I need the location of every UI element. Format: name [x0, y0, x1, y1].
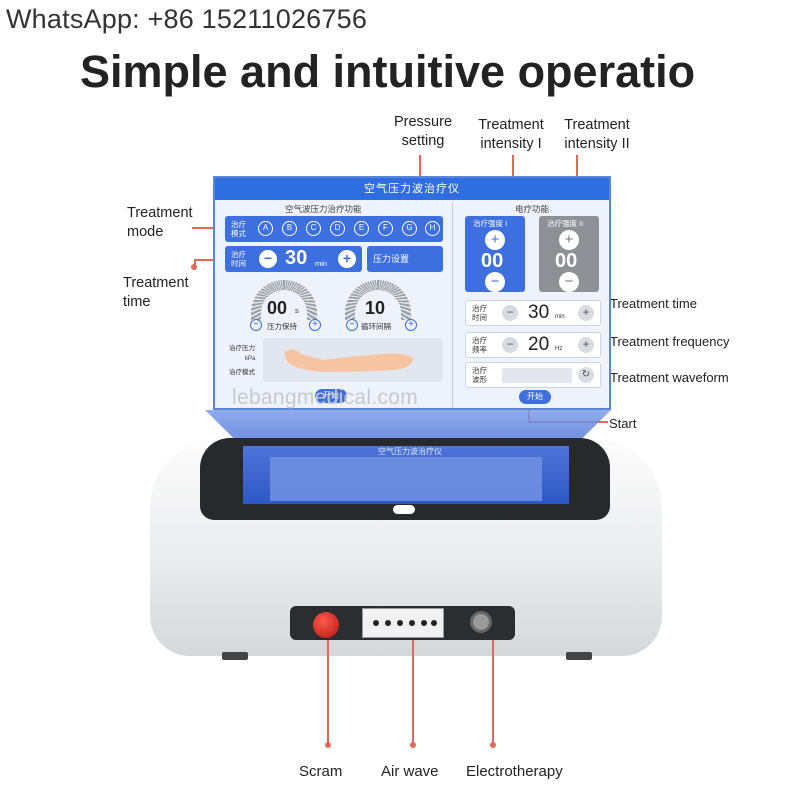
device-screen-title: 空气压力波治疗仪	[378, 447, 442, 456]
right-start-button[interactable]: 开始	[519, 390, 551, 404]
mode-d-button[interactable]: D	[330, 221, 345, 236]
time-minus-button[interactable]: −	[259, 250, 277, 268]
device-foot	[566, 652, 592, 660]
mode-h-button[interactable]: H	[425, 221, 440, 236]
arm-icon	[284, 349, 413, 372]
e-frequency-unit: Hz	[555, 346, 563, 352]
intensity-1-panel: 治疗强度 I + 00 −	[465, 216, 525, 292]
callout-intensity-2: Treatment intensity II	[564, 117, 630, 152]
whatsapp-contact: WhatsApp: +86 15211026756	[6, 4, 368, 34]
hold-label: 压力保持	[267, 322, 297, 331]
electrotherapy-port	[470, 611, 492, 633]
e-waveform-row: 治疗 波形 ↻	[465, 362, 601, 388]
mode-b-button[interactable]: B	[282, 221, 297, 236]
treatment-time-row: 治疗 时间 − 30 min +	[225, 246, 362, 272]
leader-electrotherapy	[492, 640, 494, 746]
watermark: lebangmedical.com	[232, 386, 419, 409]
label-electrotherapy: Electrotherapy	[466, 763, 563, 780]
right-section-caption: 电疗功能	[515, 204, 550, 214]
refresh-icon[interactable]: ↻	[578, 367, 594, 383]
leader-dot	[325, 742, 331, 748]
hold-minus-button[interactable]: −	[250, 319, 262, 331]
waveform-display	[502, 368, 572, 383]
cycle-value: 10	[365, 298, 386, 318]
hold-value: 00	[267, 298, 288, 318]
time-plus-button[interactable]: +	[338, 250, 356, 268]
cycle-label: 循环间隔	[361, 322, 391, 331]
leader-mode	[192, 227, 226, 229]
label-scram: Scram	[299, 763, 343, 780]
intensity-2-minus-button[interactable]: −	[559, 272, 579, 292]
scram-button[interactable]	[313, 612, 339, 638]
air-wave-port	[362, 608, 444, 638]
left-start-button[interactable]: 开始	[315, 389, 347, 403]
device-screen-content	[270, 457, 542, 501]
screen-title: 空气压力波治疗仪	[215, 178, 609, 200]
cycle-plus-button[interactable]: +	[405, 319, 417, 331]
callout-treatment-waveform: Treatment waveform	[610, 370, 729, 385]
intensity-2-panel: 治疗强度 II + 00 −	[539, 216, 599, 292]
time-value: 30	[285, 247, 308, 269]
device-foot	[222, 652, 248, 660]
leader-dot	[410, 742, 416, 748]
e-time-value: 30	[528, 302, 550, 323]
e-time-row: 治疗 时间 − 30 min +	[465, 300, 601, 326]
leader-dot	[490, 742, 496, 748]
mode-label: 治疗 模式	[231, 220, 246, 238]
e-frequency-row: 治疗 频率 − 20 Hz +	[465, 332, 601, 358]
time-unit: min	[315, 259, 328, 268]
callout-intensity-1: Treatment intensity I	[478, 117, 544, 152]
mode-g-button[interactable]: G	[402, 221, 417, 236]
limb-area	[263, 338, 443, 382]
left-section-caption: 空气波压力治疗功能	[285, 204, 362, 214]
intensity-1-minus-button[interactable]: −	[485, 272, 505, 292]
control-screen: 空气压力波治疗仪 空气波压力治疗功能 电疗功能 治疗 模式 A B C D E …	[213, 176, 611, 410]
leader-time-left-h	[194, 259, 226, 261]
headline: Simple and intuitive operatio	[80, 46, 696, 97]
device-indicator	[393, 505, 415, 514]
intensity-1-value: 00	[481, 250, 504, 272]
mode-c-button[interactable]: C	[306, 221, 321, 236]
label-air-wave: Air wave	[381, 763, 439, 780]
time-label: 治疗 时间	[231, 250, 246, 268]
callout-treatment-time-right: Treatment time	[610, 296, 697, 311]
e-time-unit: min	[555, 314, 565, 320]
leader-dot	[191, 264, 197, 270]
mode-a-button[interactable]: A	[258, 221, 273, 236]
mode-f-button[interactable]: F	[378, 221, 393, 236]
callout-treatment-frequency: Treatment frequency	[610, 334, 730, 349]
pressure-unit: kPa	[245, 356, 256, 362]
mode-row: 治疗 模式 A B C D E F G H	[225, 216, 443, 242]
e-frequency-plus-button[interactable]: +	[578, 337, 594, 353]
leader-air-wave	[412, 640, 414, 746]
hold-unit: s	[295, 306, 299, 315]
hold-plus-button[interactable]: +	[309, 319, 321, 331]
e-frequency-minus-button[interactable]: −	[502, 337, 518, 353]
e-time-minus-button[interactable]: −	[502, 305, 518, 321]
leader-scram	[327, 640, 329, 746]
intensity-2-value: 00	[555, 250, 578, 272]
intensity-1-plus-button[interactable]: +	[485, 230, 505, 250]
mode-side-label: 治疗模式	[229, 369, 255, 376]
divider	[452, 202, 453, 408]
intensity-2-plus-button[interactable]: +	[559, 230, 579, 250]
e-time-plus-button[interactable]: +	[578, 305, 594, 321]
callout-pressure-setting: Pressure setting	[393, 114, 453, 149]
e-frequency-value: 20	[528, 334, 550, 355]
callout-start: Start	[609, 416, 637, 431]
callout-treatment-mode: Treatment mode	[127, 205, 193, 240]
cycle-minus-button[interactable]: −	[346, 319, 358, 331]
mode-e-button[interactable]: E	[354, 221, 369, 236]
pressure-side-label: 治疗压力	[229, 345, 255, 352]
callout-treatment-time-left: Treatment time	[123, 275, 189, 310]
hold-gauge	[251, 280, 317, 320]
pressure-setting-button[interactable]: 压力设置	[367, 246, 443, 272]
